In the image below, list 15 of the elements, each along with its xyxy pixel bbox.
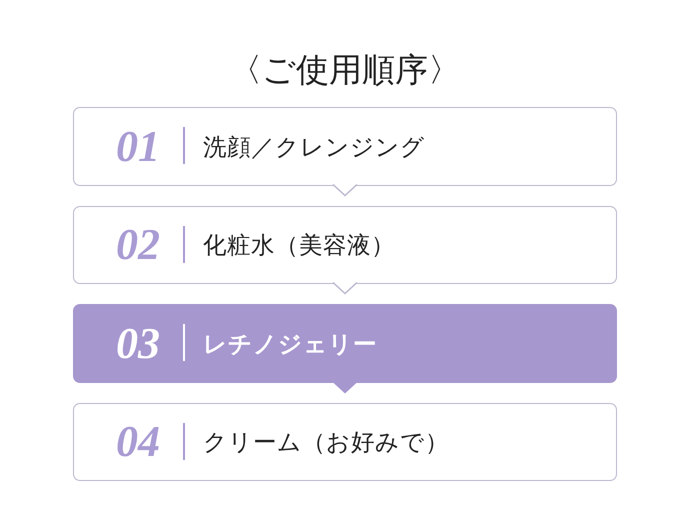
step-number: 04	[116, 417, 160, 467]
arrow	[332, 380, 358, 394]
step-label: クリーム（お好みで）	[203, 427, 449, 457]
step-number: 01	[116, 122, 160, 172]
heading: 〈ご使用順序〉	[229, 49, 461, 91]
step-box	[73, 403, 617, 481]
step-box	[73, 206, 617, 284]
arrow	[332, 282, 358, 295]
step-label: 洗顔／クレンジング	[203, 132, 425, 162]
step-number: 02	[116, 220, 160, 270]
step-number: 03	[116, 318, 160, 368]
step-box	[73, 304, 617, 383]
step-label: レチノジェリー	[203, 328, 377, 358]
step-label: 化粧水（美容液）	[203, 230, 395, 260]
step-box	[73, 107, 617, 186]
